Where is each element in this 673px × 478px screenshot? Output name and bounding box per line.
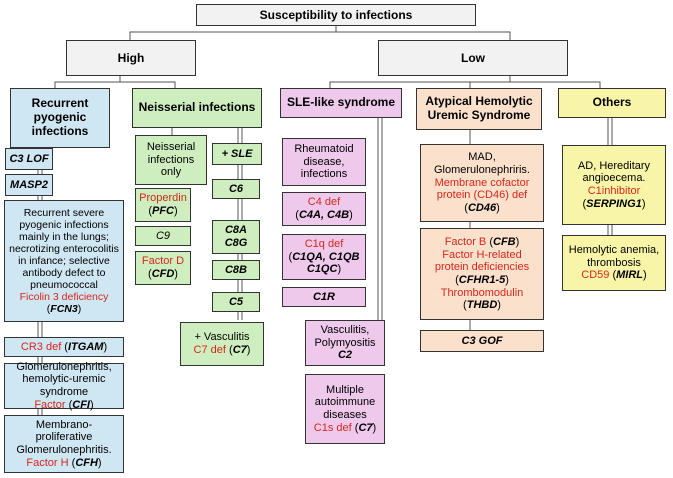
neisserial-header: Neisserial infections <box>132 88 262 128</box>
c5-box: C5 <box>212 292 260 312</box>
hemolytic-anemia-box: Hemolytic anemia, thrombosis CD59 (MIRL) <box>562 235 666 291</box>
vasculitis-polymyositis-box: Vasculitis, Polymyositis C2 <box>305 320 385 366</box>
c1q-def-box: C1q def (C1QA, C1QB C1QC) <box>282 234 366 280</box>
masp2-box: MASP2 <box>5 174 53 196</box>
factor-d-box: Factor D (CFD) <box>135 251 191 285</box>
cr3-box: CR3 def (ITGAM) <box>4 337 124 357</box>
c3-gof-box: C3 GOF <box>420 330 544 352</box>
mad-cd46-box: MAD, Glomerulonephriris. Membrane cofact… <box>420 144 544 222</box>
sle-plus-box: + SLE <box>212 143 262 165</box>
sle-like-header: SLE-like syndrome <box>280 88 402 118</box>
ahus-header: Atypical Hemolytic Uremic Syndrome <box>416 88 542 130</box>
hereditary-angioedema-box: AD, Hereditary angioecema. C1inhibitor (… <box>562 145 666 225</box>
rheumatoid-box: Rheumatoid disease, infections <box>282 138 366 186</box>
recurrent-pyogenic-header: Recurrent pyogenic infections <box>10 88 110 148</box>
low-node: Low <box>378 40 568 76</box>
neisserial-only-box: Neisserial infections only <box>135 135 207 185</box>
c9-box: C9 <box>135 226 191 246</box>
cfi-box: Glomerulonephritis, hemolytic-uremic syn… <box>4 361 124 411</box>
c3-lof-box: C3 LOF <box>5 148 53 170</box>
cfh-box: Membrano-proliferative Glomerulonephriti… <box>4 415 124 473</box>
others-header: Others <box>558 88 666 118</box>
properdin-box: Properdin (PFC) <box>135 188 191 222</box>
c8a-c8g-box: C8A C8G <box>212 220 260 254</box>
multiple-autoimmune-box: Multiple autoimmune diseases C1s def (C7… <box>305 374 385 444</box>
c1r-box: C1R <box>282 287 366 307</box>
ficolin-box: Recurrent severe pyogenic infections mai… <box>4 200 124 322</box>
factor-b-box: Factor B (CFB) Factor H-related protein … <box>420 228 544 320</box>
c4-def-box: C4 def (C4A, C4B) <box>282 192 366 226</box>
root-node: Susceptibility to infections <box>196 4 476 26</box>
vasculitis-c7-box: + Vasculitis C7 def (C7) <box>180 322 264 366</box>
c6-box: C6 <box>212 179 260 199</box>
c8b-box: C8B <box>212 260 260 280</box>
high-node: High <box>66 40 196 76</box>
